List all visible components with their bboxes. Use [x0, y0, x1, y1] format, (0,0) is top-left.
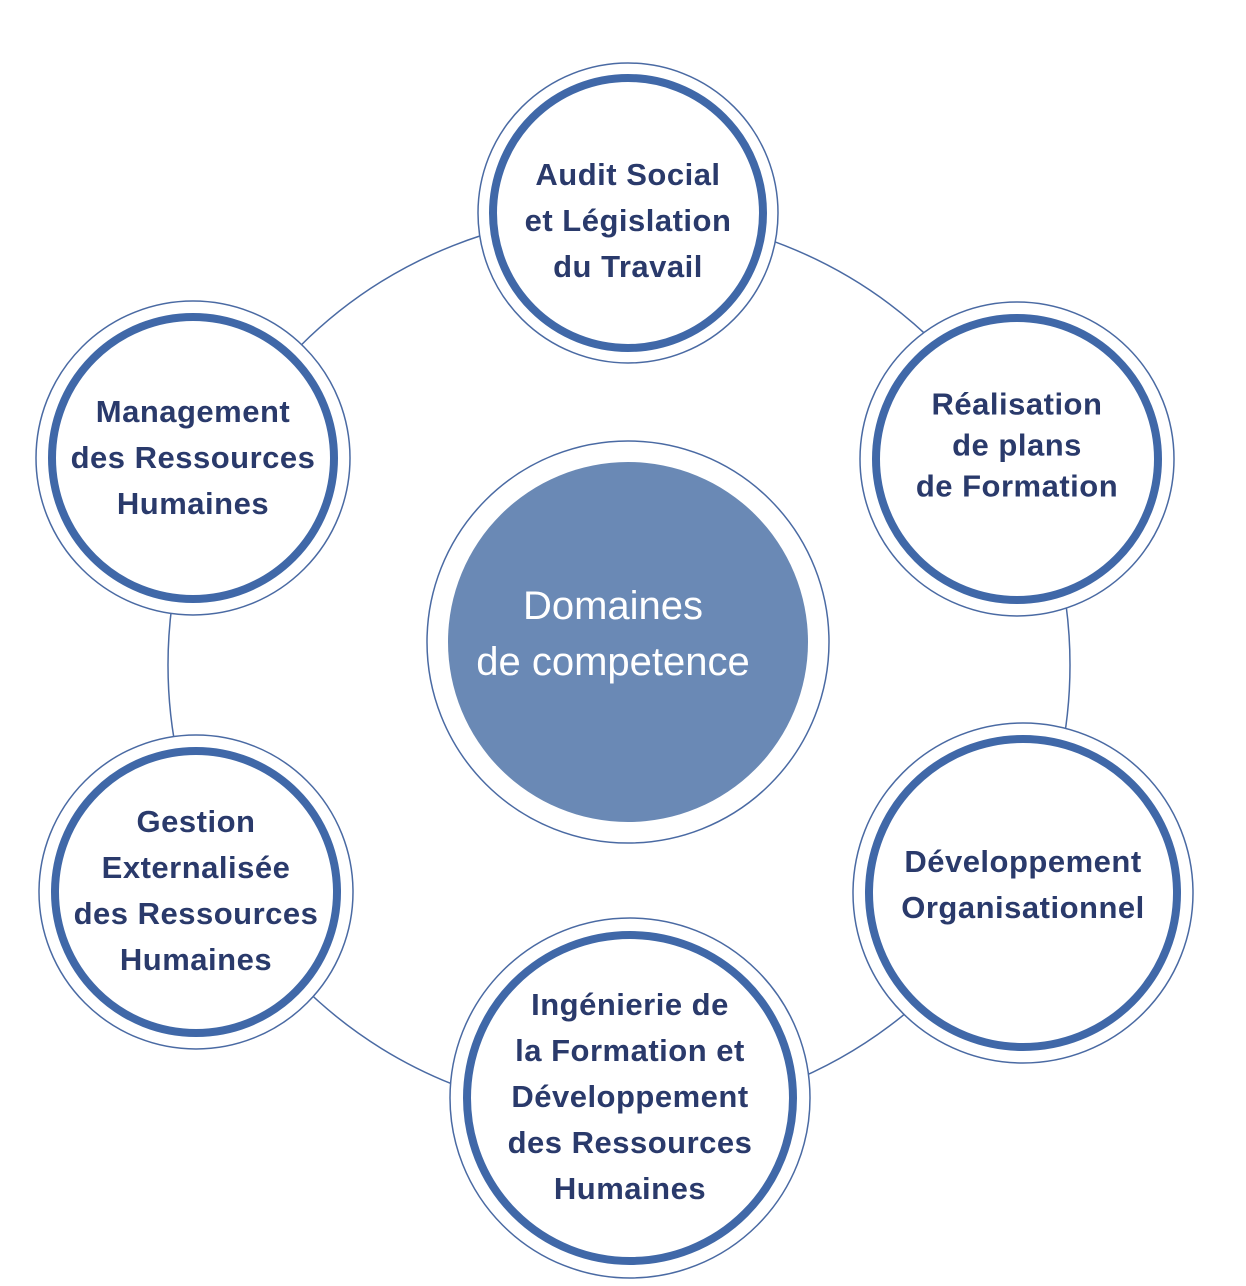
label-line: du Travail	[553, 249, 703, 284]
node-label-audit: Audit Social et Législation du Travail	[525, 152, 732, 290]
label-line: Humaines	[119, 942, 273, 977]
center-label: Domaines de competence	[476, 578, 750, 690]
label-line: Gestion	[136, 804, 256, 839]
label-line: Ingénierie de	[531, 987, 729, 1022]
label-line: Développement	[511, 1079, 749, 1114]
center-node	[426, 440, 830, 844]
node-circle-ingenierie	[449, 917, 811, 1279]
node-circle-developpement	[852, 722, 1194, 1064]
center-line: Domaines	[522, 584, 704, 628]
node-label-management: Management des Ressources Humaines	[71, 389, 316, 527]
node-circle-audit	[477, 62, 779, 364]
node-label-formation: Réalisation de plans de Formation	[916, 384, 1118, 507]
label-line: des Ressources	[70, 440, 316, 475]
label-line: des Ressources	[73, 896, 319, 931]
node-label-ingenierie: Ingénierie de la Formation et Développem…	[508, 982, 753, 1212]
label-line: Externalisée	[101, 850, 291, 885]
label-line: Humaines	[553, 1171, 707, 1206]
label-line: la Formation et	[515, 1033, 745, 1068]
node-label-developpement: Développement Organisationnel	[901, 839, 1144, 931]
label-line: Organisationnel	[901, 890, 1145, 925]
label-line: et Législation	[524, 203, 732, 238]
label-line: Développement	[904, 844, 1142, 879]
node-label-gestion: Gestion Externalisée des Ressources Huma…	[74, 799, 319, 983]
label-line: de plans	[952, 427, 1082, 463]
label-line: Management	[95, 394, 291, 429]
label-line: Humaines	[116, 486, 270, 521]
label-line: de Formation	[915, 468, 1119, 504]
center-line: de competence	[476, 640, 750, 684]
label-line: des Ressources	[507, 1125, 753, 1160]
label-line: Réalisation	[931, 386, 1103, 422]
label-line: Audit Social	[535, 157, 721, 192]
node-circle-gestion	[38, 734, 354, 1050]
node-circle-formation	[859, 301, 1175, 617]
node-circle-management	[35, 300, 351, 616]
